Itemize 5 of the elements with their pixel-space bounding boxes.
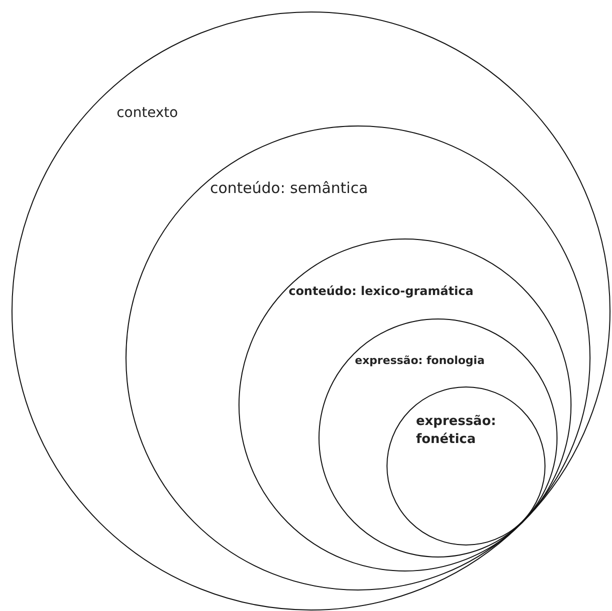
circle-label: expressão: fonologia [354,352,485,368]
circle-label: expressão: fonética [416,412,498,450]
circle-label: contexto [116,104,178,123]
circle-label: conteúdo: semântica [210,178,368,199]
circle-label: conteúdo: lexico-gramática [288,282,474,300]
